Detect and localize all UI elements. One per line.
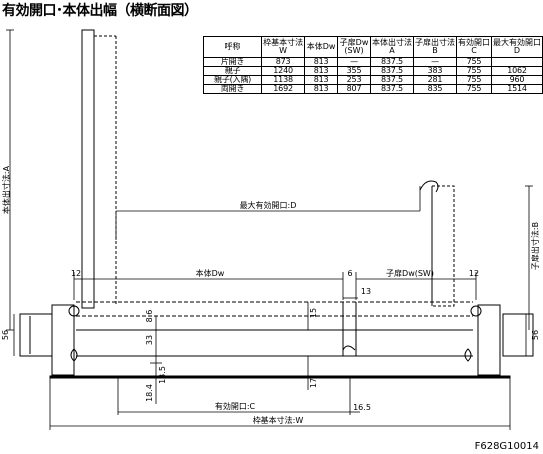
column-header: 子扉Dw(SW) bbox=[337, 36, 371, 58]
table-row: 片開き 873 813 — 837.5 — 755 bbox=[202, 57, 543, 67]
table-row: 両開き 1692 813 807 837.5 835 755 1514 bbox=[202, 84, 543, 94]
label-child-projection-b: 子扉出寸法:B bbox=[530, 222, 540, 270]
door-body-section bbox=[49, 301, 511, 379]
drawing-code: F628G10014 bbox=[474, 441, 539, 452]
label-body-projection-a: 本体出寸法:A bbox=[1, 165, 11, 214]
left-jamb bbox=[19, 304, 80, 376]
table-cell: 1514 bbox=[490, 84, 543, 94]
dim-18-4: 18.4 bbox=[145, 384, 154, 402]
table-row: 親子(入隅) 1138 813 253 837.5 281 755 960 bbox=[202, 75, 543, 85]
right-door-leaf bbox=[419, 180, 455, 307]
dim-6: 6 bbox=[347, 269, 352, 278]
table-cell: 807 bbox=[337, 84, 371, 94]
label-max-opening-d: 最大有効開口:D bbox=[240, 200, 297, 210]
dimension-labels: 本体出寸法:A 子扉出寸法:B 最大有効開口:D 本体Dw 子扉Dw(SW) 有… bbox=[1, 165, 540, 425]
table-cell: 813 bbox=[304, 84, 339, 94]
dim-12-right: 12 bbox=[469, 269, 479, 278]
dim-8-6: 8.6 bbox=[145, 310, 154, 323]
table-cell: 835 bbox=[412, 84, 457, 94]
table-row: 親子 1240 813 355 837.5 383 755 1062 bbox=[202, 66, 543, 76]
column-header: 呼称 bbox=[202, 36, 263, 58]
dim-13: 13 bbox=[361, 287, 371, 296]
dimension-lines bbox=[6, 29, 533, 430]
dim-12-left: 12 bbox=[71, 269, 81, 278]
column-header: 本体Dw bbox=[304, 36, 339, 58]
dim-16-5: 16.5 bbox=[353, 403, 371, 412]
dim-56-left: 56 bbox=[1, 330, 10, 340]
label-body-dw: 本体Dw bbox=[196, 268, 225, 278]
dim-33: 33 bbox=[145, 335, 154, 345]
dim-56-right: 56 bbox=[531, 330, 540, 340]
table-cell: 1692 bbox=[261, 84, 306, 94]
label-child-dw: 子扉Dw(SW) bbox=[386, 268, 434, 278]
page-title: 有効開口･本体出幅（横断面図） bbox=[2, 3, 198, 19]
label-frame-width-w: 枠基本寸法:W bbox=[253, 415, 304, 425]
dim-15: 15 bbox=[309, 308, 318, 318]
dim-13-5: 13.5 bbox=[158, 366, 167, 384]
dim-17: 17 bbox=[309, 378, 318, 388]
label-effective-opening-c: 有効開口:C bbox=[215, 401, 256, 411]
right-jamb bbox=[464, 304, 534, 376]
left-door-leaf bbox=[81, 29, 117, 309]
table-cell: 両開き bbox=[202, 84, 263, 94]
table-cell: 755 bbox=[455, 84, 492, 94]
table-cell: 837.5 bbox=[369, 84, 414, 94]
